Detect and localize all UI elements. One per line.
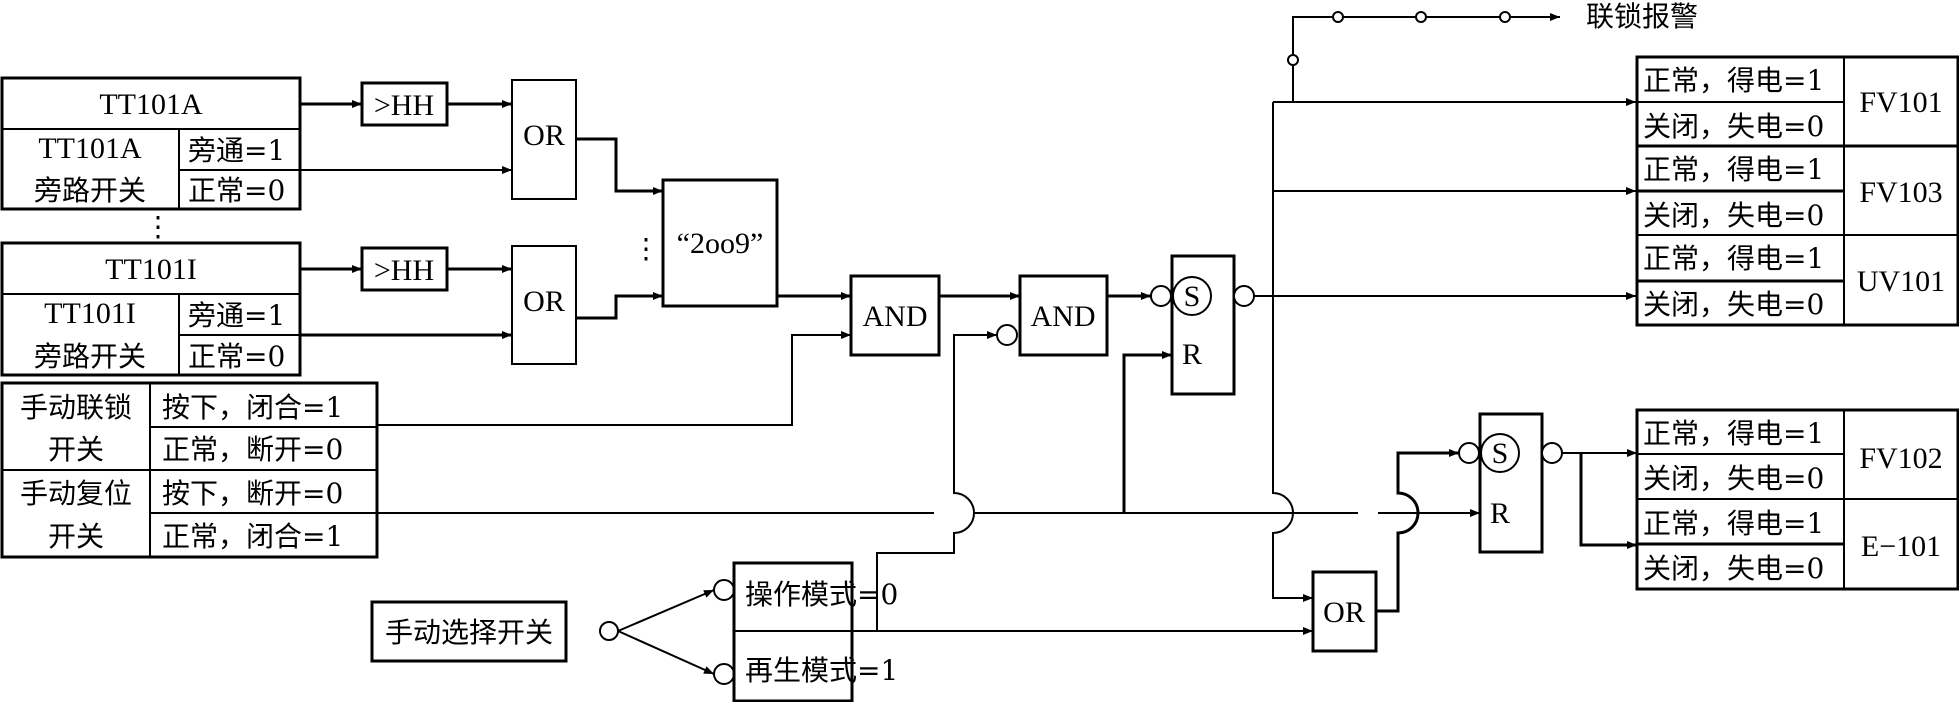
ellipsis-inputs: ⋮	[144, 210, 172, 243]
sr-latch-1: S R	[1170, 254, 1236, 396]
manual-interlock-normal: 正常，断开=0	[162, 433, 343, 466]
uv101-device: UV101	[1857, 265, 1945, 298]
fv102-off: 关闭，失电=0	[1643, 462, 1824, 495]
fv103-on: 正常，得电=1	[1643, 153, 1824, 186]
and-gate-1: AND	[849, 274, 941, 357]
manual-interlock-name-2: 开关	[48, 433, 104, 466]
fv101-on: 正常，得电=1	[1643, 64, 1824, 97]
fv103-off: 关闭，失电=0	[1643, 199, 1824, 232]
vote-2oo9-block: “2oo9”	[661, 178, 779, 308]
and2-label: AND	[1031, 300, 1096, 333]
tt101i-input-block: TT101I TT101I 旁路开关 旁通=1 正常=0	[0, 241, 302, 377]
sr2-s-label: S	[1492, 437, 1509, 470]
fv102-on: 正常，得电=1	[1643, 417, 1824, 450]
hh-i-label: >HH	[374, 254, 434, 287]
manual-switch-table: 手动联锁 开关 按下，闭合=1 正常，断开=0 手动复位 开关 按下，断开=0 …	[0, 381, 379, 559]
tt101a-input-block: TT101A TT101A 旁路开关 旁通=1 正常=0	[0, 76, 302, 211]
vote-label: “2oo9”	[677, 227, 764, 260]
tt101i-bypass-label: 旁路开关	[34, 340, 146, 373]
hh-block-i: >HH	[360, 246, 449, 292]
or-i-label: OR	[523, 285, 565, 318]
tt101a-tag: TT101A	[99, 88, 203, 121]
e101-device: E−101	[1861, 530, 1941, 563]
ellipsis-or: ⋮	[632, 232, 660, 265]
manual-reset-pressed: 按下，断开=0	[162, 477, 343, 510]
uv101-on: 正常，得电=1	[1643, 242, 1824, 275]
e101-on: 正常，得电=1	[1643, 507, 1824, 540]
tt101i-bypass-off: 正常=0	[188, 340, 285, 373]
mode-regen-bubble	[713, 663, 735, 685]
manual-reset-name-2: 开关	[48, 520, 104, 553]
fv102-device: FV102	[1859, 442, 1942, 475]
or-gate-i: OR	[511, 245, 577, 365]
mode-operate: 操作模式=0	[745, 578, 898, 611]
sr1-s-label: S	[1184, 280, 1201, 313]
or3-label: OR	[1323, 596, 1365, 629]
interlock-alarm-label: 联锁报警	[1586, 0, 1698, 33]
tt101a-bypass-name: TT101A	[38, 132, 142, 165]
and-gate-2: AND	[1018, 274, 1109, 357]
or-gate-a: OR	[511, 79, 577, 200]
manual-select-name: 手动选择开关	[385, 616, 553, 649]
manual-select-switch: 手动选择开关 操作模式=0 再生模式=1	[370, 561, 898, 702]
tt101i-tag: TT101I	[105, 253, 197, 286]
tt101a-bypass-label: 旁路开关	[34, 174, 146, 207]
manual-interlock-name-1: 手动联锁	[20, 391, 132, 424]
and1-label: AND	[863, 300, 928, 333]
and2-negate-bubble	[996, 324, 1018, 346]
or-gate-3: OR	[1311, 570, 1378, 653]
sr-latch-2: S R	[1478, 412, 1544, 554]
mode-regen: 再生模式=1	[745, 654, 898, 687]
output-table-lower: 正常，得电=1 关闭，失电=0 FV102 正常，得电=1 关闭，失电=0 E−…	[1635, 408, 1959, 591]
or-a-label: OR	[523, 119, 565, 152]
uv101-off: 关闭，失电=0	[1643, 288, 1824, 321]
fv103-device: FV103	[1859, 176, 1942, 209]
manual-reset-name-1: 手动复位	[20, 477, 132, 510]
tt101a-bypass-off: 正常=0	[188, 174, 285, 207]
tt101a-bypass-on: 旁通=1	[188, 134, 285, 167]
output-table-upper: 正常，得电=1 关闭，失电=0 FV101 正常，得电=1 关闭，失电=0 FV…	[1635, 55, 1959, 327]
manual-reset-normal: 正常，闭合=1	[162, 520, 343, 553]
sr2-r-label: R	[1490, 497, 1510, 530]
mode-operate-bubble	[713, 579, 735, 601]
sr1-r-label: R	[1182, 338, 1202, 371]
fv101-device: FV101	[1859, 86, 1942, 119]
fv101-off: 关闭，失电=0	[1643, 110, 1824, 143]
hh-block-a: >HH	[360, 81, 449, 127]
tt101i-bypass-name: TT101I	[44, 297, 136, 330]
manual-interlock-pressed: 按下，闭合=1	[162, 391, 343, 424]
e101-off: 关闭，失电=0	[1643, 552, 1824, 585]
tt101i-bypass-on: 旁通=1	[188, 299, 285, 332]
hh-a-label: >HH	[374, 89, 434, 122]
